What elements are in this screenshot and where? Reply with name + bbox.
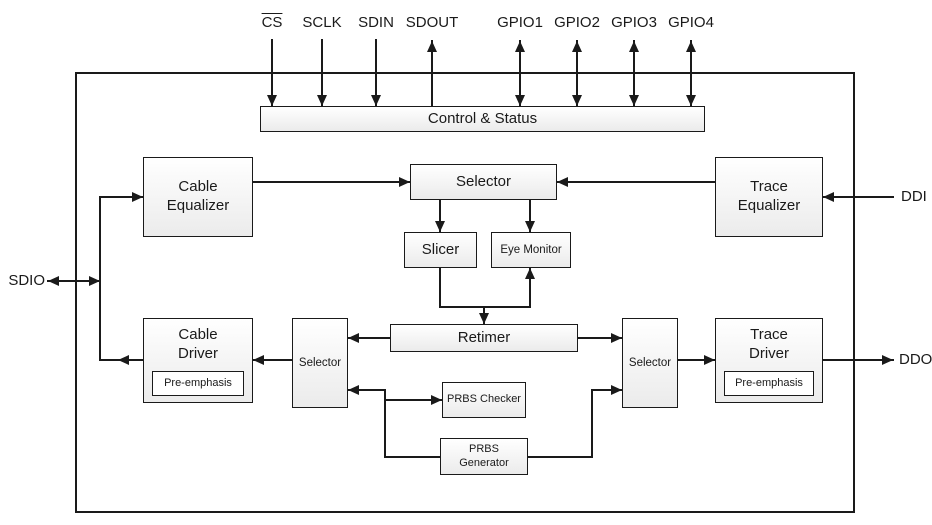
block-trace-driver-pre-emphasis: Pre-emphasis xyxy=(724,371,814,396)
pin-ddo: DDO xyxy=(899,351,932,368)
block-cable-equalizer: Cable Equalizer xyxy=(143,157,253,237)
block-prbs-checker: PRBS Checker xyxy=(442,382,526,418)
block-output-selector-right-label: Selector xyxy=(628,356,672,369)
block-slicer-label: Slicer xyxy=(421,240,460,258)
block-input-selector-label: Selector xyxy=(455,172,512,190)
block-cable-driver-pre-emphasis-label: Pre-emphasis xyxy=(164,376,232,389)
block-input-selector: Selector xyxy=(410,164,557,200)
block-prbs-generator: PRBS Generator xyxy=(440,438,528,475)
pin-sdio: SDIO xyxy=(8,272,45,289)
block-prbs-checker-label: PRBS Checker xyxy=(447,393,521,406)
pin-ddi: DDI xyxy=(901,188,927,205)
pin-gpio1: GPIO1 xyxy=(497,14,543,31)
wire-prbs-gen-to-right-selector xyxy=(527,385,623,458)
pin-cs-label: CS xyxy=(261,14,283,31)
pin-gpio2: GPIO2 xyxy=(554,14,600,31)
wire-prbs-gen-to-left-selector xyxy=(347,385,441,458)
pin-gpio4: GPIO4 xyxy=(668,14,714,31)
block-prbs-generator-label: PRBS Generator xyxy=(459,442,509,469)
block-output-selector-left: Selector xyxy=(292,318,348,408)
block-cable-equalizer-label: Cable Equalizer xyxy=(166,178,230,214)
block-cable-driver-pre-emphasis: Pre-emphasis xyxy=(152,371,244,396)
block-output-selector-right: Selector xyxy=(622,318,678,408)
pin-sdout: SDOUT xyxy=(405,14,459,31)
block-retimer-label: Retimer xyxy=(457,328,511,346)
block-eye-monitor: Eye Monitor xyxy=(491,232,571,268)
block-slicer: Slicer xyxy=(404,232,477,268)
block-control-status-label: Control & Status xyxy=(427,109,538,127)
block-trace-equalizer-label: Trace Equalizer xyxy=(737,178,801,214)
block-trace-driver-pre-emphasis-label: Pre-emphasis xyxy=(735,376,803,389)
pin-sdin: SDIN xyxy=(358,14,394,31)
block-trace-driver: Trace Driver Pre-emphasis xyxy=(715,318,823,403)
block-cable-driver: Cable Driver Pre-emphasis xyxy=(143,318,253,403)
pin-gpio3: GPIO3 xyxy=(611,14,657,31)
pin-sclk: SCLK xyxy=(302,14,342,31)
block-trace-equalizer: Trace Equalizer xyxy=(715,157,823,237)
block-trace-driver-label: Trace Driver xyxy=(749,326,789,362)
block-output-selector-left-label: Selector xyxy=(298,356,342,369)
wire-slicer-to-eye-monitor xyxy=(439,267,535,308)
block-control-status: Control & Status xyxy=(260,106,705,132)
block-eye-monitor-label: Eye Monitor xyxy=(500,243,562,256)
block-cable-driver-label: Cable Driver xyxy=(178,326,218,362)
block-retimer: Retimer xyxy=(390,324,578,352)
pin-cs: CS xyxy=(262,14,283,31)
